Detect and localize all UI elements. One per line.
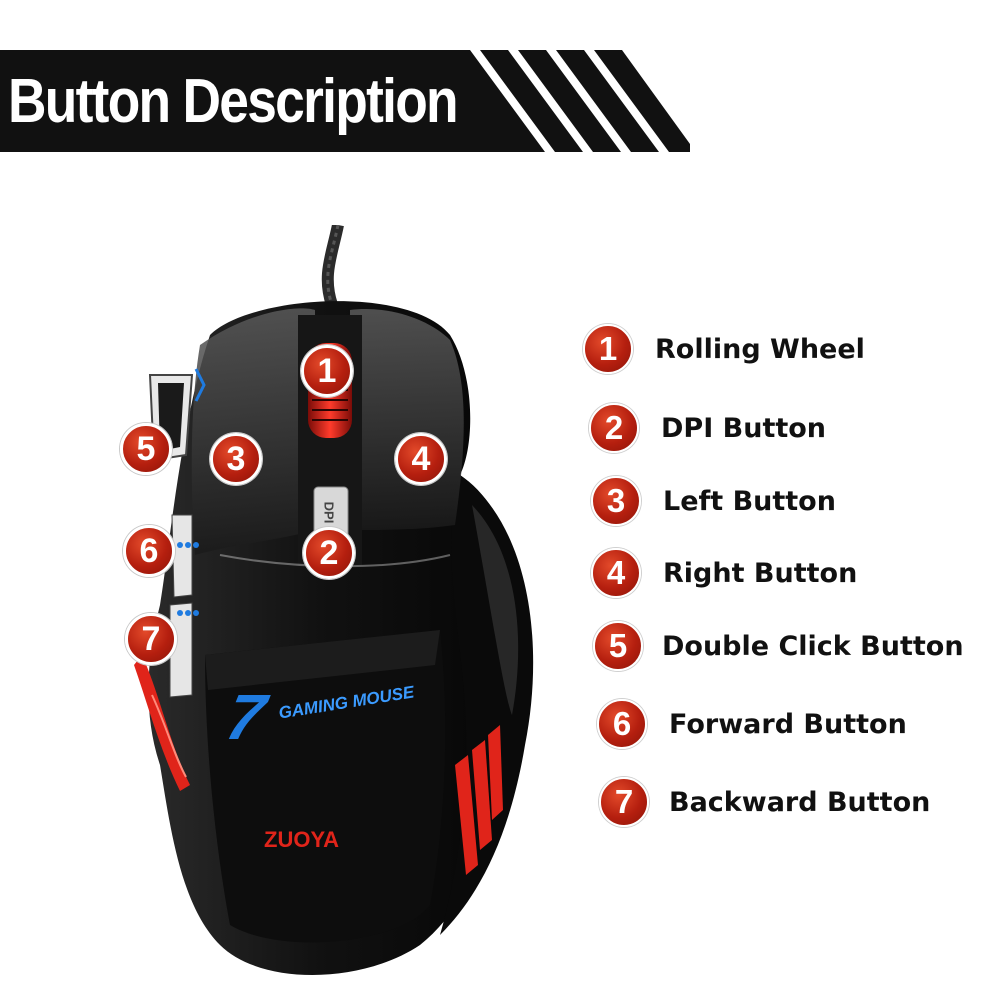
callout-6-forward-button: 6 bbox=[123, 525, 175, 577]
dpi-label: DPI bbox=[321, 501, 337, 524]
callout-3-left-button: 3 bbox=[210, 433, 262, 485]
legend-label: DPI Button bbox=[661, 413, 827, 444]
legend-label: Forward Button bbox=[669, 709, 907, 740]
callout-7-backward-button: 7 bbox=[125, 613, 177, 665]
mouse-body-graphic bbox=[134, 225, 534, 975]
callout-2-dpi-button: 2 bbox=[303, 527, 355, 579]
gaming-mouse-illustration: 7 GAMING MOUSE ZUOYA DPI 1 2 3 4 5 6 7 bbox=[100, 225, 560, 985]
number-badge: 7 bbox=[599, 777, 649, 827]
brand-logo: ZUOYA bbox=[264, 827, 339, 852]
number-badge: 6 bbox=[597, 699, 647, 749]
number-badge: 5 bbox=[593, 621, 643, 671]
legend-label: Left Button bbox=[663, 486, 836, 517]
callout-5-double-click-button: 5 bbox=[120, 423, 172, 475]
legend-label: Double Click Button bbox=[662, 631, 964, 662]
number-badge: 1 bbox=[583, 324, 633, 374]
banner-stripes-graphic bbox=[0, 50, 690, 152]
number-badge: 3 bbox=[591, 476, 641, 526]
number-badge: 4 bbox=[591, 548, 641, 598]
number-badge: 2 bbox=[589, 403, 639, 453]
legend-label: Right Button bbox=[663, 558, 858, 589]
legend-label: Rolling Wheel bbox=[655, 334, 865, 365]
callout-4-right-button: 4 bbox=[395, 433, 447, 485]
header-banner: Button Description bbox=[0, 50, 690, 152]
page-title: Button Description bbox=[8, 67, 459, 136]
callout-1-rolling-wheel: 1 bbox=[301, 345, 353, 397]
legend-label: Backward Button bbox=[669, 787, 931, 818]
